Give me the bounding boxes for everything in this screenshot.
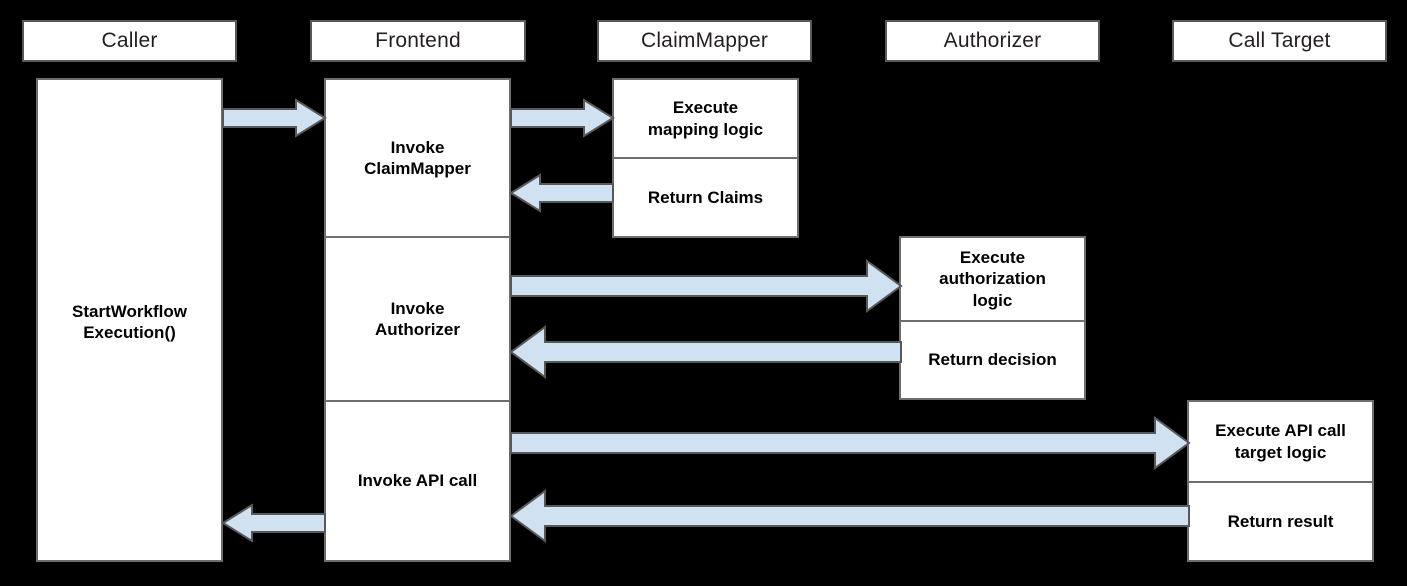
lifeline-header-calltarget-label: Call Target <box>1228 29 1331 52</box>
lifeline-header-authorizer[interactable]: Authorizer <box>885 20 1100 62</box>
lifeline-header-frontend[interactable]: Frontend <box>310 20 526 62</box>
message-arrow-frontend-to-claimmapper[interactable] <box>510 98 615 138</box>
activation-authorizer-segment-2: Return decision <box>901 320 1084 398</box>
lifeline-header-calltarget[interactable]: Call Target <box>1172 20 1387 62</box>
activation-frontend-segment-3: Invoke API call <box>326 400 509 560</box>
lifeline-header-caller[interactable]: Caller <box>22 20 237 62</box>
lifeline-header-frontend-label: Frontend <box>375 29 461 52</box>
activation-calltarget-segment-2: Return result <box>1189 481 1372 560</box>
message-arrow-frontend-to-calltarget[interactable] <box>510 416 1191 470</box>
message-arrow-frontend-to-authorizer[interactable] <box>510 259 903 313</box>
lifeline-header-claimmapper-label: ClaimMapper <box>640 29 769 52</box>
message-arrow-authorizer-to-frontend[interactable] <box>509 325 902 379</box>
message-arrow-claimmapper-to-frontend[interactable] <box>509 173 614 213</box>
lifeline-header-claimmapper[interactable]: ClaimMapper <box>597 20 812 62</box>
activation-claimmapper-segment-2: Return Claims <box>614 157 797 236</box>
message-arrow-frontend-to-caller[interactable] <box>221 503 326 543</box>
lifeline-header-authorizer-label: Authorizer <box>943 29 1042 52</box>
lifeline-header-caller-label: Caller <box>101 29 158 52</box>
message-arrow-calltarget-to-frontend[interactable] <box>509 489 1190 543</box>
message-arrow-caller-to-frontend[interactable] <box>222 98 327 138</box>
